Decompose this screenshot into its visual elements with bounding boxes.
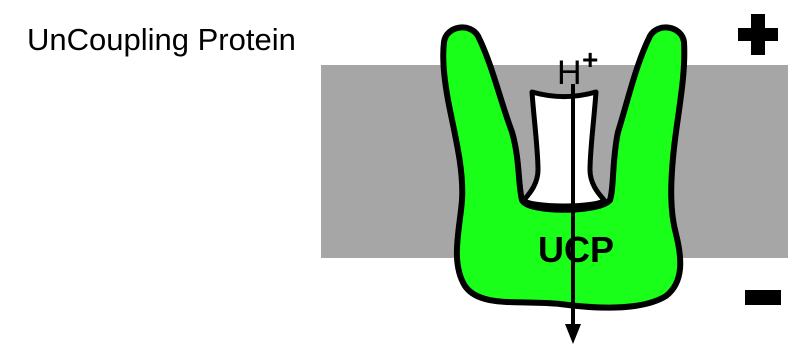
proton-channel [524, 92, 604, 206]
ion-label: H [557, 54, 582, 92]
protein-label: UCP [538, 229, 614, 270]
ion-charge: + [582, 44, 598, 75]
arrow-head-icon [565, 324, 581, 344]
plus-sign-icon [738, 14, 778, 55]
minus-sign-icon [745, 290, 781, 305]
